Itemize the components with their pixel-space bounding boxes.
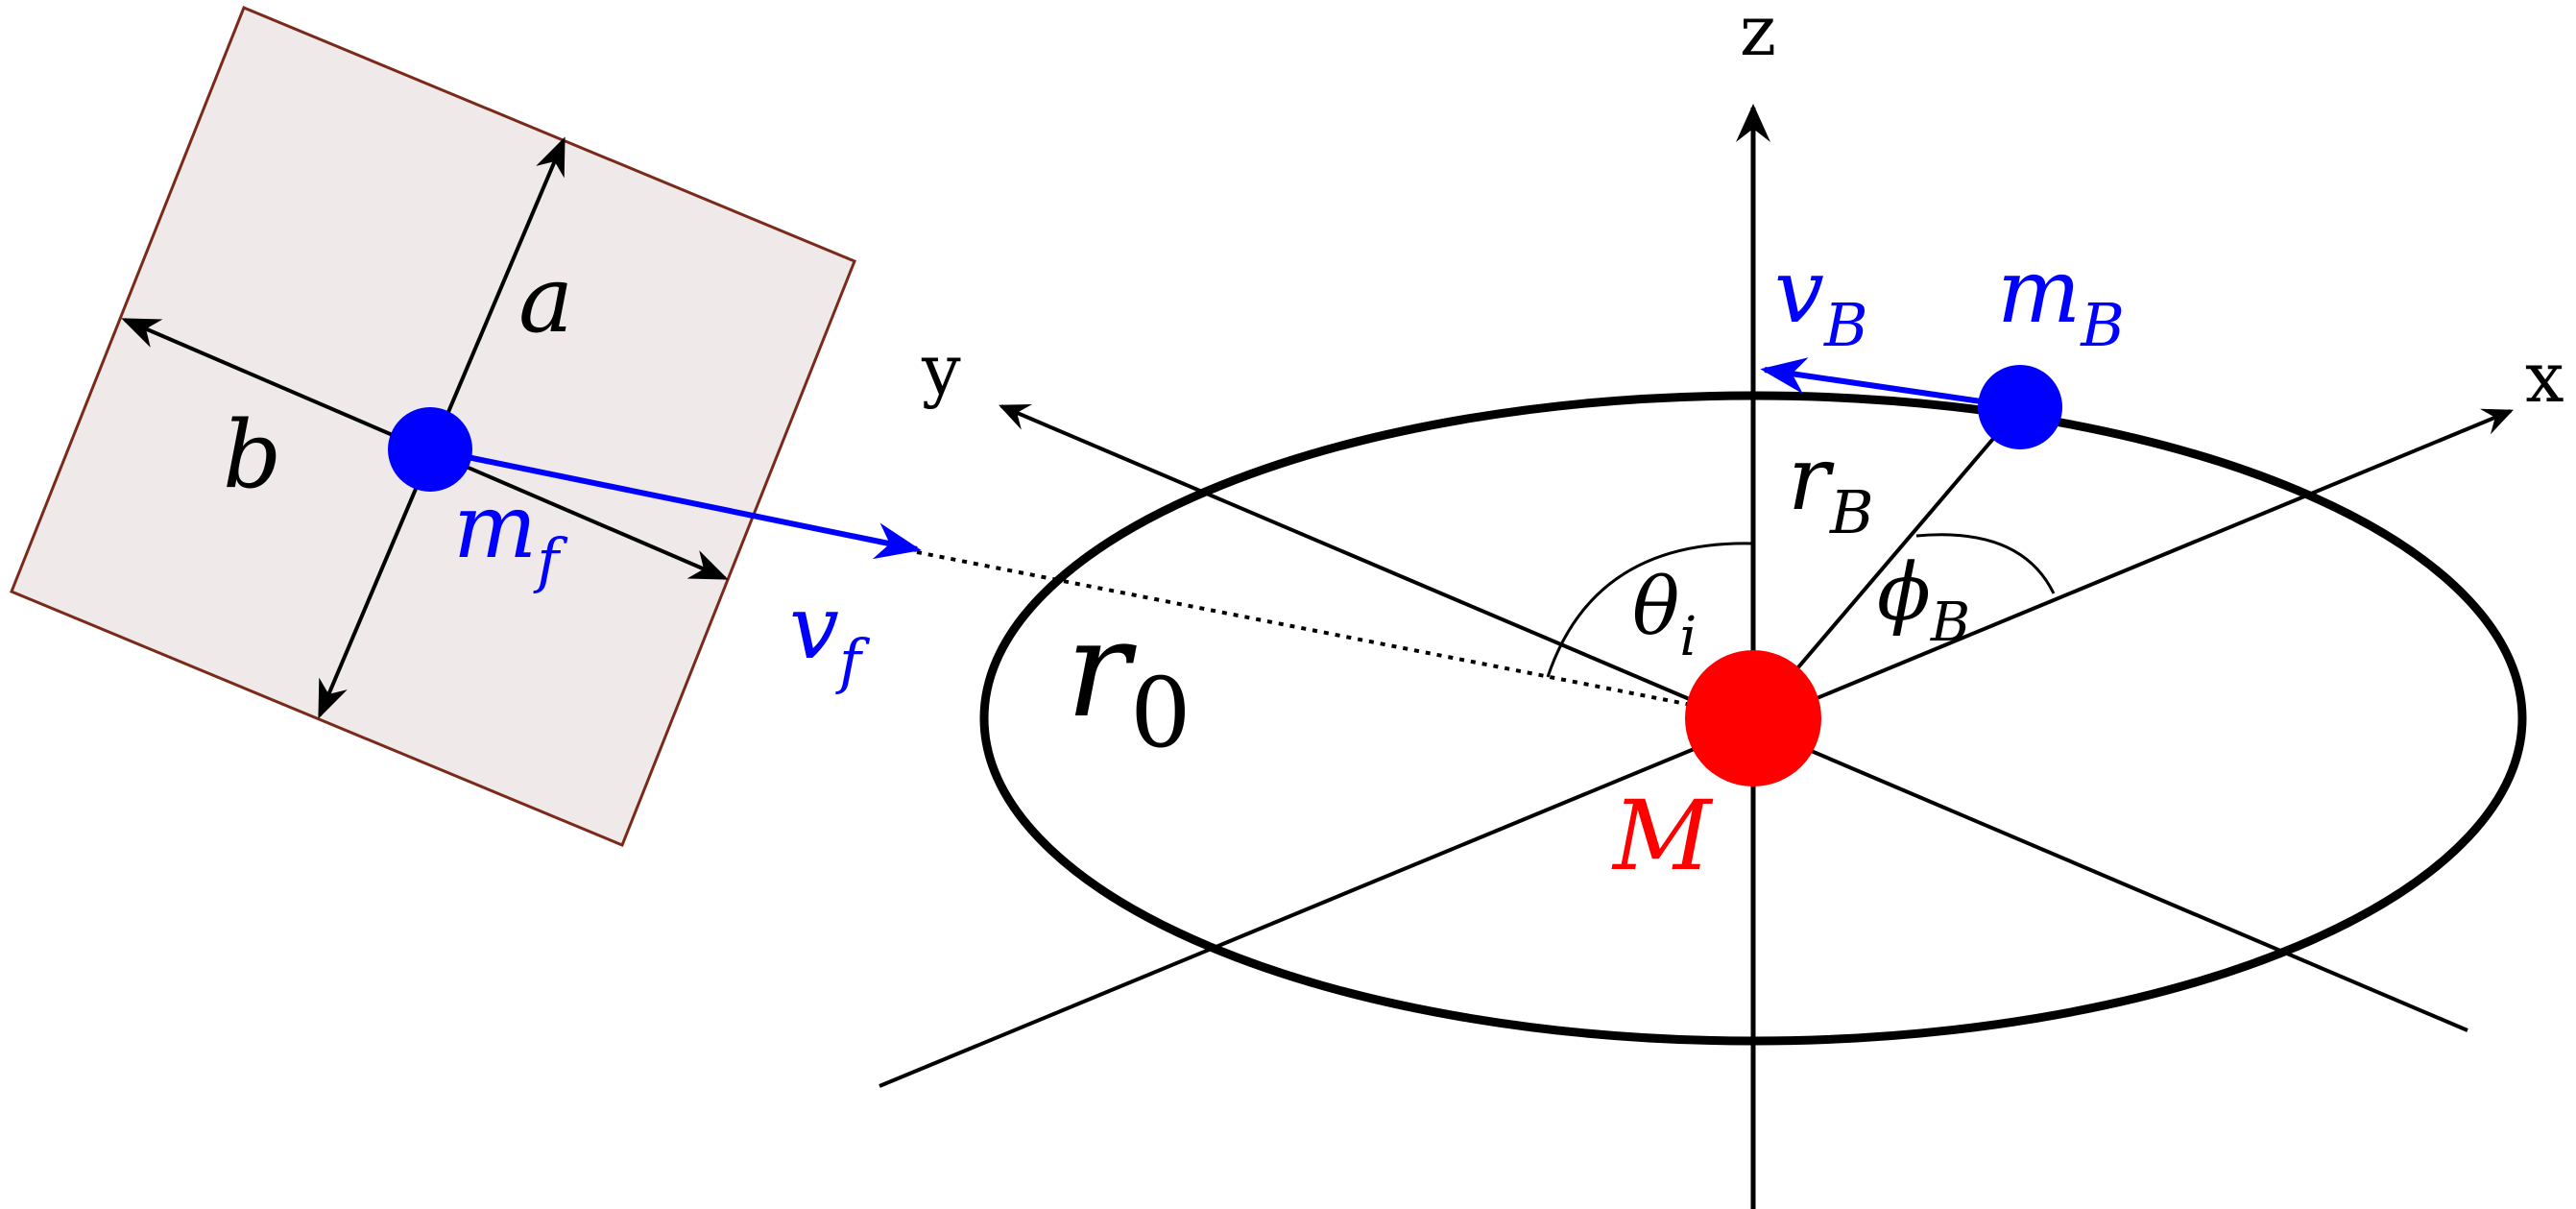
vf-label: vf	[789, 576, 871, 696]
theta-angle-arc	[1546, 542, 1754, 678]
r0-label: r0	[1066, 592, 1192, 769]
mf-label: mf	[453, 475, 568, 595]
M-label: M	[1611, 780, 1714, 892]
theta-label: θi	[1632, 562, 1697, 668]
side-a-label: a	[518, 246, 573, 353]
side-b-label: b	[223, 401, 281, 509]
mass-mf	[388, 407, 472, 492]
mass-mB	[1978, 365, 2062, 449]
mB-label: mB	[1997, 240, 2125, 360]
vB-arrow	[1760, 357, 2021, 410]
y-axis-label: y	[921, 329, 961, 410]
x-axis-label: x	[2525, 337, 2564, 418]
phi-angle-arc	[1915, 533, 2056, 594]
orbit-ellipse	[979, 391, 2527, 1046]
z-axis-label: z	[1740, 0, 1776, 71]
vf-trajectory-dotted	[916, 550, 1750, 718]
vf-arrow	[429, 447, 922, 560]
rB-label: rB	[1788, 427, 1874, 547]
vB-label: vB	[1774, 240, 1868, 360]
rB-arrow	[1756, 403, 2023, 717]
central-mass-M	[1685, 650, 1821, 786]
phi-label: ϕB	[1877, 547, 1970, 654]
